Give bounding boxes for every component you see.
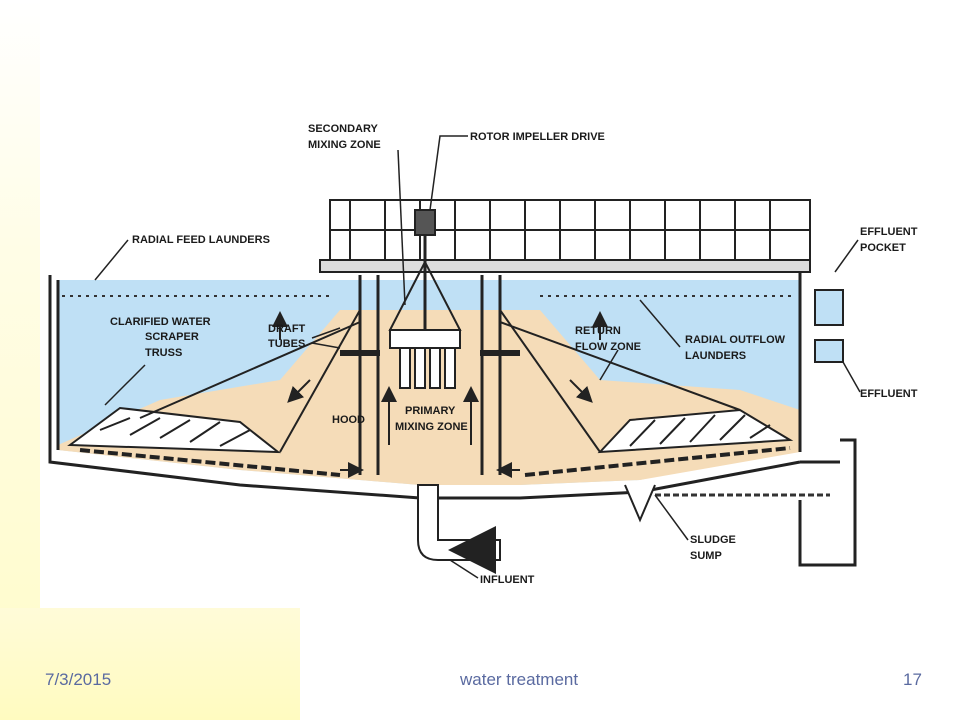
label-clarified-water: CLARIFIED WATER (110, 316, 211, 328)
slide-left-band (0, 0, 40, 720)
effluent-box (814, 339, 844, 363)
clarifier-diagram: SECONDARY MIXING ZONE ROTOR IMPELLER DRI… (48, 123, 918, 586)
label-secondary-mixing-zone-2: MIXING ZONE (308, 139, 381, 151)
flow-arrows (272, 311, 608, 478)
bridge-structure (319, 199, 811, 273)
effluent-pocket-box (814, 289, 844, 326)
sludge-sump (624, 484, 656, 523)
footer-title: water treatment (460, 670, 579, 689)
rotor-drive (414, 209, 436, 335)
scraper-truss-left (67, 406, 282, 454)
label-radial-feed-launders: RADIAL FEED LAUNDERS (132, 234, 270, 246)
label-hood: HOOD (332, 414, 365, 426)
label-scraper-truss-2: TRUSS (145, 347, 182, 359)
label-influent: INFLUENT (480, 574, 535, 586)
label-draft-tubes-2: TUBES (268, 338, 305, 350)
label-return-flow-zone-1: RETURN (575, 325, 621, 337)
label-effluent-pocket-2: POCKET (860, 242, 906, 254)
label-draft-tubes-1: DRAFT (268, 323, 306, 335)
label-radial-outflow-launders-2: LAUNDERS (685, 350, 746, 362)
label-primary-mixing-zone-2: MIXING ZONE (395, 421, 468, 433)
footer-date: 7/3/2015 (45, 670, 112, 689)
label-radial-outflow-launders-1: RADIAL OUTFLOW (685, 334, 786, 346)
leader-lines (94, 135, 861, 579)
scraper-arms (139, 309, 741, 453)
label-rotor-impeller-drive: ROTOR IMPELLER DRIVE (470, 131, 605, 143)
label-primary-mixing-zone-1: PRIMARY (405, 405, 456, 417)
label-effluent-pocket-1: EFFLUENT (860, 226, 918, 238)
slide-bottom-band (0, 608, 300, 720)
slide-number: 17 (903, 670, 922, 689)
label-return-flow-zone-2: FLOW ZONE (575, 341, 641, 353)
impeller (388, 259, 462, 389)
tank-floor-detail (79, 448, 341, 477)
label-sludge-sump-1: SLUDGE (690, 534, 736, 546)
label-sludge-sump-2: SUMP (690, 550, 722, 562)
tank-floor-detail-right (524, 446, 791, 477)
center-well (340, 275, 520, 475)
label-secondary-mixing-zone-1: SECONDARY (308, 123, 379, 135)
label-effluent: EFFLUENT (860, 388, 918, 400)
label-scraper-truss-1: SCRAPER (145, 331, 199, 343)
